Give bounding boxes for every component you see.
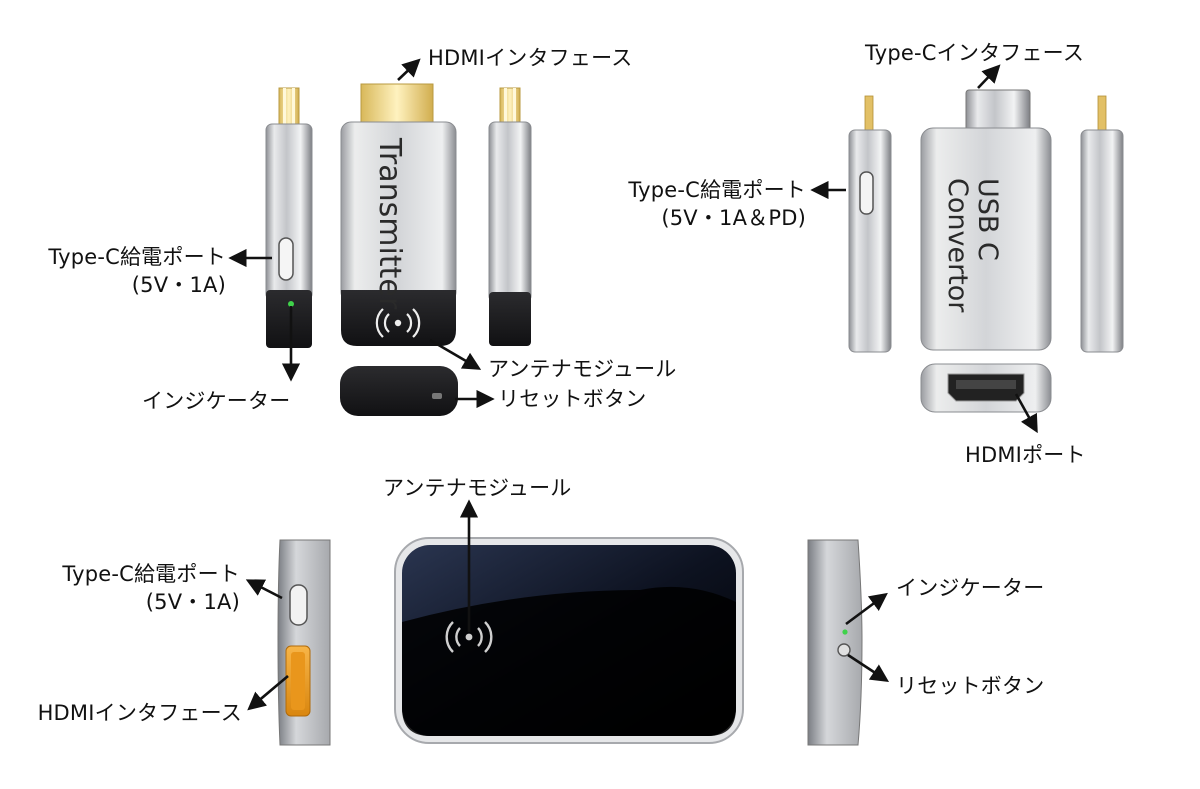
usb-c-port-icon [859, 171, 874, 215]
led-indicator-icon [288, 301, 294, 307]
arrow-rx-reset [847, 653, 890, 683]
converter-device-text-line2: Convertor [942, 178, 973, 313]
receiver-left-side-view [277, 539, 331, 746]
arrow-rx-indicator [845, 592, 888, 626]
arrow-cv-typec-interface [977, 64, 1001, 89]
reset-button-icon [432, 393, 442, 399]
converter-right-side-view [1080, 95, 1124, 353]
transmitter-left-side-view [265, 87, 313, 348]
converter-left-side-view [848, 95, 892, 353]
receiver-right-side-view [807, 539, 863, 746]
transmitter-device-text: Transmitter [372, 138, 407, 310]
cv-typec-interface-label: Type-Cインタフェース [865, 41, 1085, 65]
tx-typec-power-label-line1: Type-C給電ポート [48, 245, 226, 269]
wireless-signal-icon [445, 621, 493, 653]
tx-reset-button-label: リセットボタン [498, 387, 647, 411]
cv-typec-power-label-line1: Type-C給電ポート [628, 178, 806, 202]
cv-typec-power-label-line2: (5V・1A＆PD) [661, 206, 806, 230]
rx-typec-power-label-line2: (5V・1A) [145, 590, 240, 614]
cv-hdmi-port-label: HDMIポート [965, 443, 1086, 467]
hdmi-port-icon [285, 645, 311, 717]
tx-hdmi-interface-label: HDMIインタフェース [428, 46, 633, 70]
arrow-rx-hdmi-interface [247, 675, 289, 711]
arrow-rx-typec-power [245, 579, 283, 600]
wireless-signal-icon [375, 308, 421, 338]
usb-c-port-icon [278, 237, 294, 281]
rx-reset-button-label: リセットボタン [896, 674, 1045, 698]
arrow-cv-hdmi-port [1014, 393, 1038, 434]
usb-c-port-icon [289, 584, 308, 626]
rx-indicator-label: インジケーター [896, 576, 1045, 600]
transmitter-cap [340, 366, 458, 416]
transmitter-right-side-view [488, 87, 532, 346]
hdmi-port-icon [947, 373, 1025, 402]
arrow-tx-hdmi-interface [397, 58, 421, 81]
rx-hdmi-interface-label: HDMIインタフェース [37, 701, 242, 725]
rx-typec-power-label-line1: Type-C給電ポート [62, 562, 240, 586]
tx-antenna-module-label: アンテナモジュール [488, 357, 677, 381]
rx-antenna-module-label: アンテナモジュール [383, 476, 572, 500]
reset-button-icon [837, 643, 851, 657]
tx-indicator-label: インジケーター [142, 389, 291, 413]
arrow-tx-antenna [429, 338, 482, 370]
callout-arrows [228, 58, 1038, 711]
converter-hdmi-end [920, 363, 1052, 413]
converter-device-text-line1: USB C [972, 178, 1003, 261]
led-indicator-icon [842, 629, 848, 635]
tx-typec-power-label-line2: (5V・1A) [131, 273, 226, 297]
receiver-top-view [394, 537, 744, 744]
